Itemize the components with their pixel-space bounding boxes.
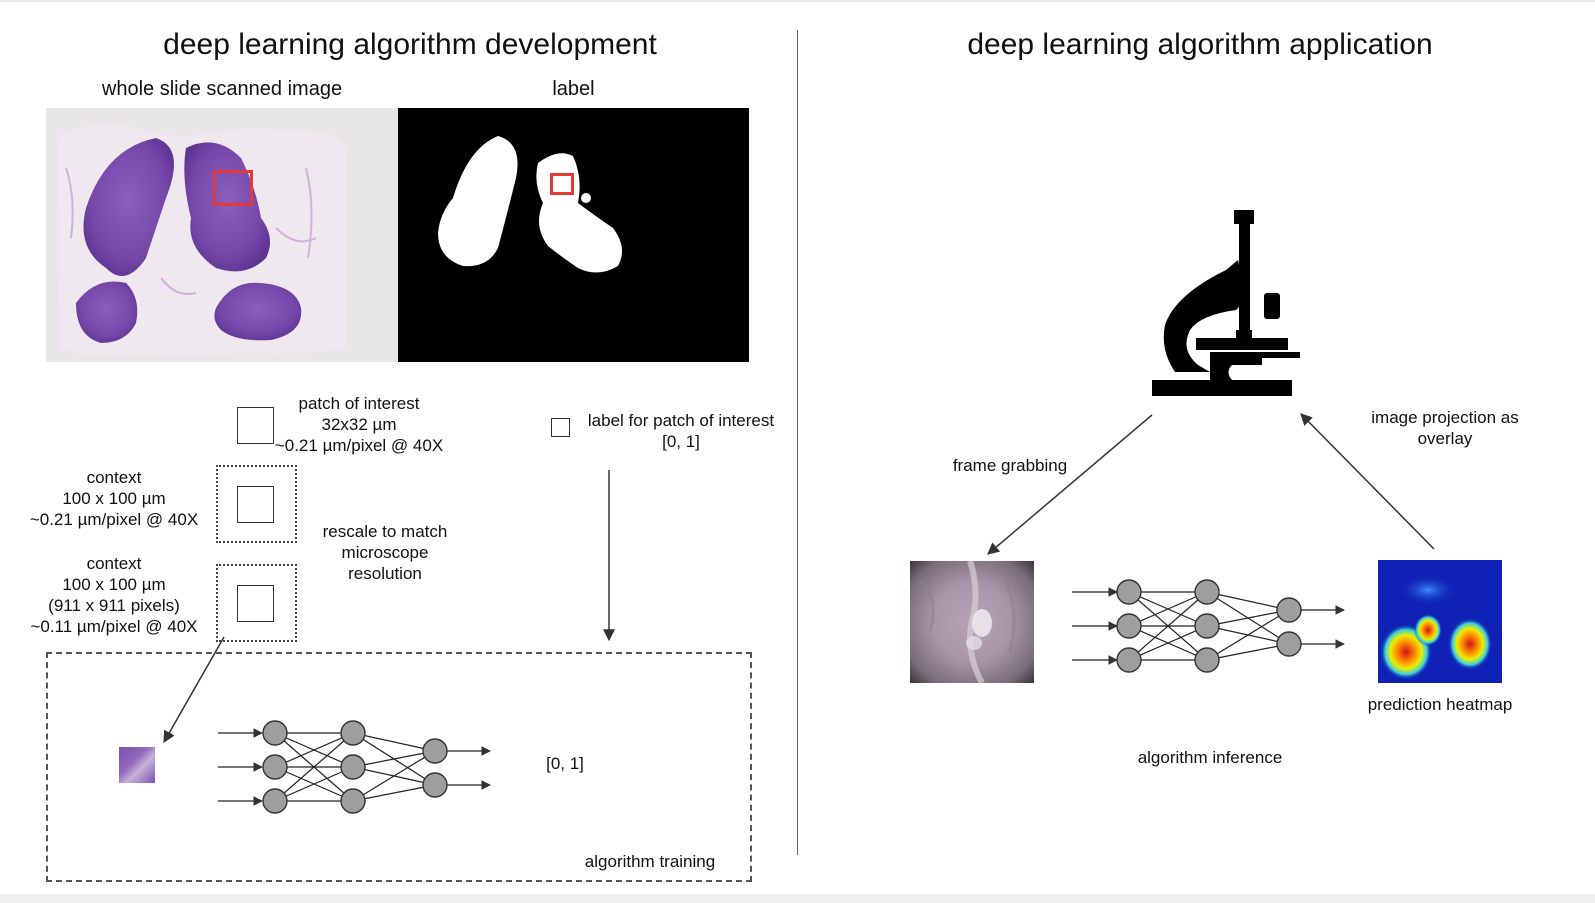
patch-line-3: ~0.21 µm/pixel @ 40X	[274, 436, 444, 455]
frame-texture	[918, 561, 1016, 683]
context-to-patch-arrow	[163, 636, 225, 744]
context-1-line-2: 100 x 100 µm	[62, 489, 166, 508]
bottom-rule	[0, 894, 1595, 903]
projection-arrow	[1300, 413, 1435, 550]
frame-image	[910, 561, 1034, 683]
application-title: deep learning algorithm application	[967, 28, 1433, 61]
label-mask-image	[398, 108, 749, 362]
patch-of-interest-text: patch of interest 32x32 µm ~0.21 µm/pixe…	[270, 393, 448, 456]
context-2-line-2: 100 x 100 µm	[62, 575, 166, 594]
patch-line-1: patch of interest	[298, 394, 420, 413]
frame-grabbing-arrow	[987, 414, 1153, 555]
context-1-inner-square	[237, 486, 274, 523]
context-1-line-1: context	[86, 468, 142, 487]
section-divider	[797, 30, 798, 855]
context-2-box	[216, 564, 297, 642]
context-1-text: context 100 x 100 µm ~0.21 µm/pixel @ 40…	[20, 467, 208, 530]
context-1-line-3: ~0.21 µm/pixel @ 40X	[29, 510, 199, 529]
slide-caption: whole slide scanned image	[101, 78, 343, 100]
patch-highlight-box	[213, 170, 253, 206]
context-2-line-4: ~0.11 µm/pixel @ 40X	[30, 617, 198, 636]
training-network-icon	[218, 720, 491, 814]
label-for-patch-text: label for patch of interest [0, 1]	[576, 410, 786, 452]
context-1-box	[216, 465, 297, 543]
training-patch-thumbnail	[119, 747, 155, 783]
whole-slide-image	[46, 108, 398, 362]
context-2-inner-square	[237, 585, 274, 622]
inference-network-icon	[1072, 579, 1345, 673]
development-title: deep learning algorithm development	[163, 28, 657, 61]
context-2-text: context 100 x 100 µm (911 x 911 pixels) …	[20, 553, 208, 637]
patch-line-2: 32x32 µm	[321, 415, 397, 434]
rescale-line-3: resolution	[348, 564, 422, 583]
prediction-heatmap-image	[1378, 560, 1502, 683]
heatmap-drawing	[1378, 560, 1502, 683]
prediction-heatmap-label: prediction heatmap	[1367, 695, 1513, 714]
rescale-note: rescale to match microscope resolution	[310, 521, 460, 584]
inference-caption: algorithm inference	[1137, 748, 1283, 767]
label-patch-line-1: label for patch of interest	[587, 411, 775, 430]
label-patch-line-2: [0, 1]	[662, 432, 700, 451]
image-projection-label: image projection as overlay	[1350, 407, 1540, 449]
tissue-drawing	[46, 108, 398, 362]
frame-grabbing-label: frame grabbing	[952, 456, 1068, 475]
rescale-line-1: rescale to match	[322, 522, 448, 541]
microscope-icon	[1152, 210, 1300, 396]
projection-line-2: overlay	[1417, 429, 1473, 448]
mask-drawing	[438, 136, 622, 273]
patch-of-interest-square	[237, 407, 274, 444]
context-2-line-3: (911 x 911 pixels)	[48, 596, 180, 615]
label-caption: label	[552, 78, 595, 100]
training-output-label: [0, 1]	[546, 754, 584, 773]
context-2-line-1: context	[86, 554, 142, 573]
training-caption: algorithm training	[584, 852, 716, 871]
rescale-line-2: microscope	[341, 543, 429, 562]
mask-highlight-box	[550, 173, 574, 195]
training-box	[46, 652, 752, 882]
top-rule	[0, 0, 1595, 2]
projection-line-1: image projection as	[1371, 408, 1519, 427]
label-patch-square	[551, 418, 570, 437]
